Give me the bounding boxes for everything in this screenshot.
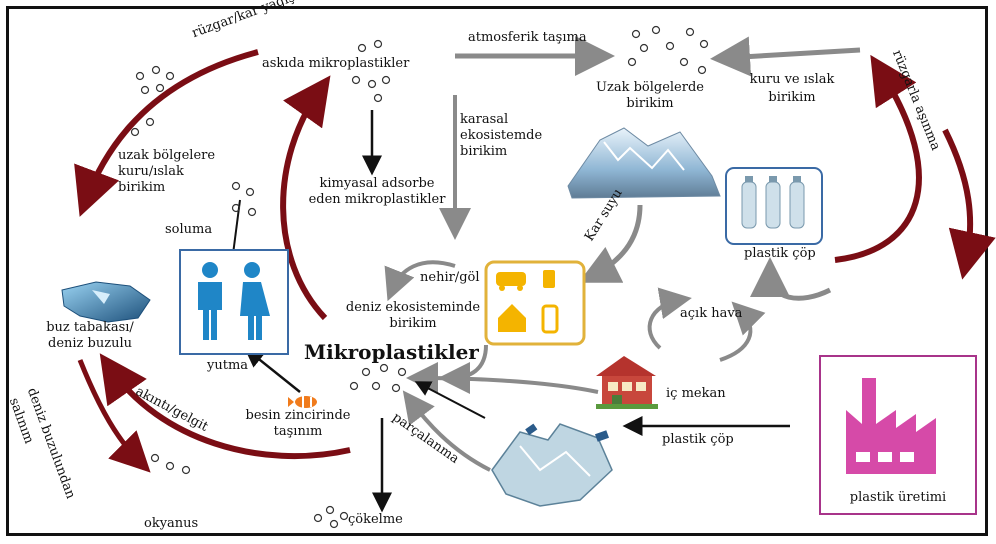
bubbles-soluma [231,181,257,217]
label-deniz-eko-2: birikim [389,316,437,331]
label-besin-2: taşınım [273,424,323,439]
arrow-ruzgarla-asinma [834,54,922,263]
label-plastik-cop-top: plastik çöp [744,246,816,261]
label-atmosferik: atmosferik taşıma [468,30,587,45]
bubbles-askida [351,39,391,103]
label-kuru-islak-2: birikim [768,90,816,105]
label-kuru-islak-1: kuru ve ıslak [749,72,835,87]
label-karasal-2: ekosistemde [460,128,543,143]
arrow-kar-suyu [578,204,643,283]
label-kimyasal-1: kimyasal adsorbe [319,176,435,191]
bubbles-ruzgar [130,65,175,137]
label-plastik-uretimi: plastik üretimi [849,490,947,505]
arrow-ic-mekan [719,301,766,362]
label-uzak-bolgelere-2: kuru/ıslak [118,164,184,179]
label-ic-mekan: iç mekan [666,386,726,401]
person-pair-icon [179,249,289,355]
sea-ice-icon [61,281,151,323]
label-karasal-1: karasal [460,112,509,127]
arrow-plastik-cop-top [750,257,832,301]
arrow-house-to-micro [406,362,599,395]
label-acik-hava: açık hava [680,306,743,321]
label-soluma: soluma [165,222,213,237]
arrow-ruzgarla-down [942,128,996,280]
label-karasal-3: birikim [460,144,508,159]
label-yutma: yutma [207,358,249,373]
bubbles-uzak [627,25,709,75]
label-buz-2: deniz buzulu [48,336,132,351]
label-besin-1: besin zincirinde [245,408,351,423]
factory-icon [819,355,977,515]
snowy-mountain-icon [567,127,721,199]
arrow-parcalanma [402,390,491,472]
label-uzak-bolgelere-3: birikim [118,180,166,195]
label-deniz-eko-1: deniz ekosisteminde [345,300,481,315]
label-cokelme: çökelme [348,512,403,527]
bottle-trio-icon [725,167,823,245]
bubbles-okyanus [150,453,191,475]
label-buz-1: buz tabakası/ [46,320,134,335]
label-mikroplastikler: Mikroplastikler [304,340,479,364]
bubbles-cokelme [313,505,349,529]
label-uzak-birikim-1: Uzak bölgelerde [596,80,704,95]
label-nehir-gol: nehir/göl [420,270,480,285]
arrow-akinti [99,353,351,459]
arrow-deniz-buzulundan [77,359,151,473]
bubbles-mikroplastik [349,363,407,393]
label-plastik-cop-bottom: plastik çöp [662,432,734,447]
arrow-ruzgar-kar [74,49,259,217]
label-okyanus: okyanus [144,516,199,531]
arrow-acik-hava [647,287,692,350]
car-house-phone-icon [484,260,586,346]
crushed-bottles-icon [491,423,613,507]
clownfish-icon [288,396,317,408]
arrow-askida-loop [280,75,331,321]
label-kimyasal-2: eden mikroplastikler [308,192,446,207]
label-uzak-bolgelere-1: uzak bölgelere [118,148,216,163]
house-icon [596,356,658,409]
label-askida: askıda mikroplastikler [262,56,410,71]
arrow-crushed-to-micro [414,381,486,419]
label-uzak-birikim-2: birikim [626,96,674,111]
arrow-nehir-gol [384,260,456,302]
arrow-yutma [244,347,301,393]
arrow-kuru-islak [710,36,861,77]
